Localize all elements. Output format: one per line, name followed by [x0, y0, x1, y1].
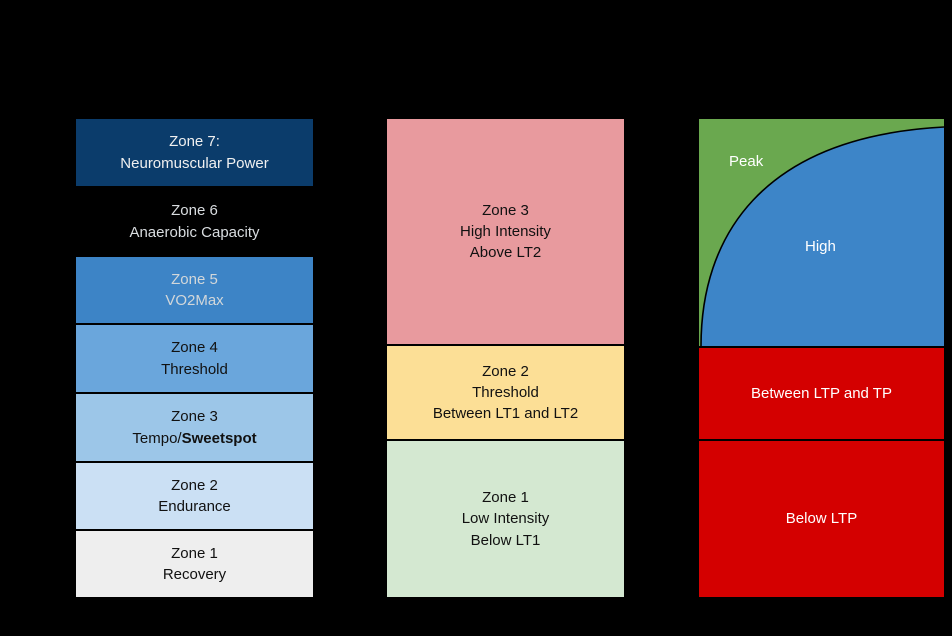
zone-title: Zone 6 [171, 202, 218, 220]
zone-subtitle: Threshold [161, 360, 228, 378]
zone-row-mid2[interactable]: Zone 2 Threshold Between LT1 and LT2 [386, 345, 625, 440]
zone-detail: Between LT1 and LT2 [432, 405, 579, 423]
curve-below-region [701, 127, 944, 346]
zone-row-zone4[interactable]: Zone 4 Threshold [75, 324, 314, 393]
ltp-model-column: Peak High Between LTP and TP Below LTP [698, 118, 945, 598]
zone-row-between-ltp-tp[interactable]: Between LTP and TP [698, 347, 945, 440]
zone-title: Zone 5 [171, 270, 218, 288]
zone-row-below-ltp[interactable]: Below LTP [698, 440, 945, 598]
zone-title: Zone 1 [171, 544, 218, 562]
zone-title: Zone 3 [171, 408, 218, 426]
zone-subtitle: Anaerobic Capacity [129, 223, 260, 241]
zone-subtitle-plain: Tempo/ [132, 429, 182, 447]
zone-subtitle: High Intensity [460, 222, 551, 240]
zone-row-zone1[interactable]: Zone 1 Recovery [75, 530, 314, 598]
curve-label-peak: Peak [729, 153, 764, 170]
zone-subtitle-emphasis: Sweetspot [181, 429, 257, 447]
power-zone-column: Zone 7: Neuromuscular Power Zone 6 Anaer… [75, 118, 314, 598]
zone-detail: Below LT1 [470, 531, 541, 549]
zone-row-zone6[interactable]: Zone 6 Anaerobic Capacity [75, 187, 314, 256]
zone-row-mid1[interactable]: Zone 1 Low Intensity Below LT1 [386, 440, 625, 598]
zone-subtitle: Neuromuscular Power [120, 154, 269, 172]
zone-title: Zone 4 [171, 339, 218, 357]
zone-subtitle: Low Intensity [461, 510, 550, 528]
zone-label: Between LTP and TP [751, 384, 892, 402]
lactate-zone-column: Zone 3 High Intensity Above LT2 Zone 2 T… [386, 118, 625, 598]
zone-subtitle: Tempo/Sweetspot [132, 428, 256, 449]
power-duration-curve-line [700, 126, 944, 346]
zone-title: Zone 2 [482, 362, 529, 380]
zone-subtitle: Recovery [162, 566, 227, 583]
zone-row-zone3[interactable]: Zone 3 Tempo/Sweetspot [75, 393, 314, 462]
zone-label: Below LTP [785, 510, 858, 528]
curve-label-high: High [805, 238, 836, 255]
zone-row-zone5[interactable]: Zone 5 VO2Max [75, 256, 314, 324]
zone-subtitle: Endurance [158, 498, 231, 515]
zone-title: Zone 2 [171, 476, 218, 494]
zone-subtitle: Threshold [472, 383, 539, 401]
zone-row-zone7[interactable]: Zone 7: Neuromuscular Power [75, 118, 314, 187]
zone-title: Zone 7: [169, 133, 220, 151]
zone-row-zone2[interactable]: Zone 2 Endurance [75, 462, 314, 530]
zone-row-mid3[interactable]: Zone 3 High Intensity Above LT2 [386, 118, 625, 345]
power-duration-curve-svg [699, 119, 944, 346]
zone-title: Zone 3 [482, 201, 529, 219]
zone-title: Zone 1 [482, 489, 529, 507]
power-duration-curve-panel[interactable]: Peak High [698, 118, 945, 347]
zone-detail: Above LT2 [469, 244, 542, 262]
zone-subtitle: VO2Max [165, 292, 224, 309]
